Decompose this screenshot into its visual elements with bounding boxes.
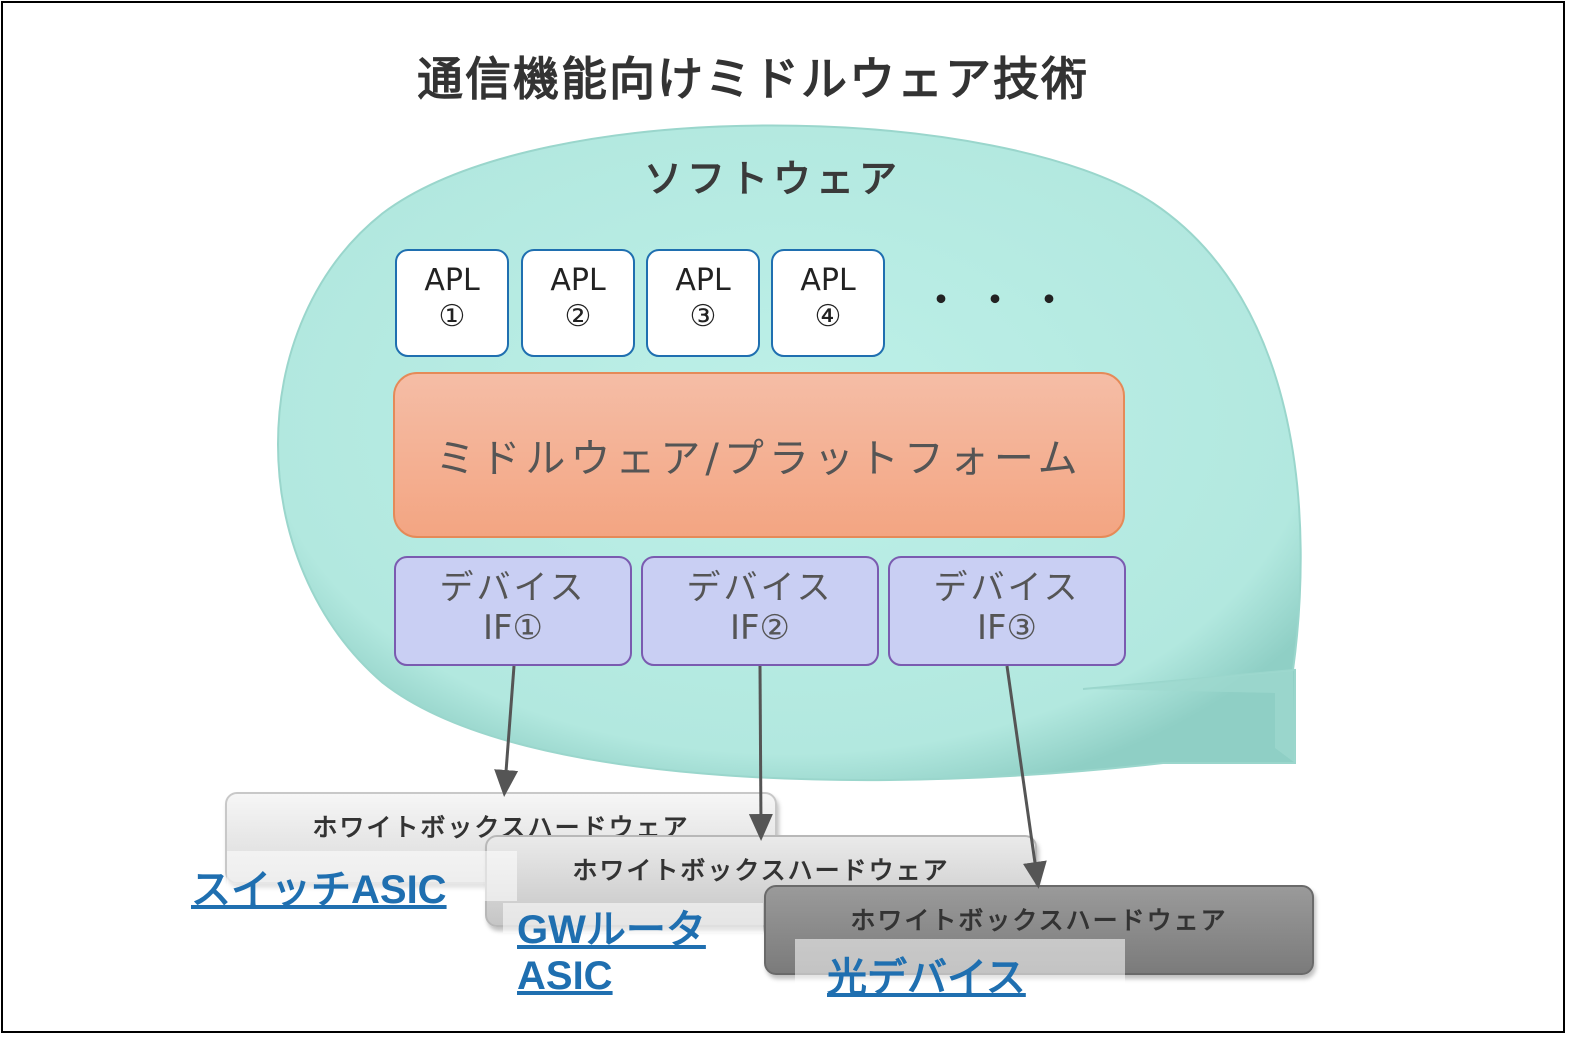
device-if-label: デバイス — [933, 568, 1081, 608]
arrow-if3 — [1005, 665, 1047, 889]
device-if-label: デバイス — [439, 568, 587, 608]
page-title: 通信機能向けミドルウェア技術 — [417, 52, 1089, 106]
apl-number: ① — [438, 299, 466, 334]
apl-name: APL — [800, 263, 856, 298]
gw-router-asic-link[interactable]: GWルータ ASIC — [517, 908, 706, 998]
apl-name: APL — [424, 263, 480, 298]
device-if-number: IF② — [729, 608, 791, 648]
device-if-number: IF③ — [976, 608, 1038, 648]
device-if-number: IF① — [482, 608, 544, 648]
device-if-box-1: デバイス IF① — [394, 556, 632, 666]
label-backdrop — [227, 851, 517, 901]
label-backdrop — [795, 939, 1125, 995]
apl-name: APL — [550, 263, 606, 298]
device-if-box-3: デバイス IF③ — [888, 556, 1126, 666]
apl-ellipsis: ・・・ — [923, 280, 1086, 321]
middleware-platform-box: ミドルウェア/プラットフォーム — [393, 372, 1125, 538]
apl-number: ④ — [814, 299, 842, 334]
whitebox-label: ホワイトボックスハードウェア — [850, 906, 1228, 935]
arrow-if2 — [748, 665, 773, 841]
whitebox-label: ホワイトボックスハードウェア — [572, 856, 950, 885]
apl-number: ② — [564, 299, 592, 334]
apl-box-2: APL ② — [521, 249, 635, 357]
software-label: ソフトウェア — [643, 157, 902, 201]
apl-number: ③ — [689, 299, 717, 334]
label-backdrop — [503, 903, 763, 933]
optical-device-link[interactable]: 光デバイス — [827, 956, 1026, 1000]
apl-name: APL — [675, 263, 731, 298]
switch-asic-link[interactable]: スイッチASIC — [191, 868, 447, 912]
arrow-if1 — [494, 665, 519, 797]
apl-box-1: APL ① — [395, 249, 509, 357]
device-if-label: デバイス — [686, 568, 834, 608]
slide-frame: 通信機能向けミドルウェア技術 ソフトウェア APL ① APL ② APL ③ … — [1, 1, 1565, 1033]
connector-arrows — [494, 665, 1047, 889]
apl-box-3: APL ③ — [646, 249, 760, 357]
apl-box-4: APL ④ — [771, 249, 885, 357]
device-if-box-2: デバイス IF② — [641, 556, 879, 666]
